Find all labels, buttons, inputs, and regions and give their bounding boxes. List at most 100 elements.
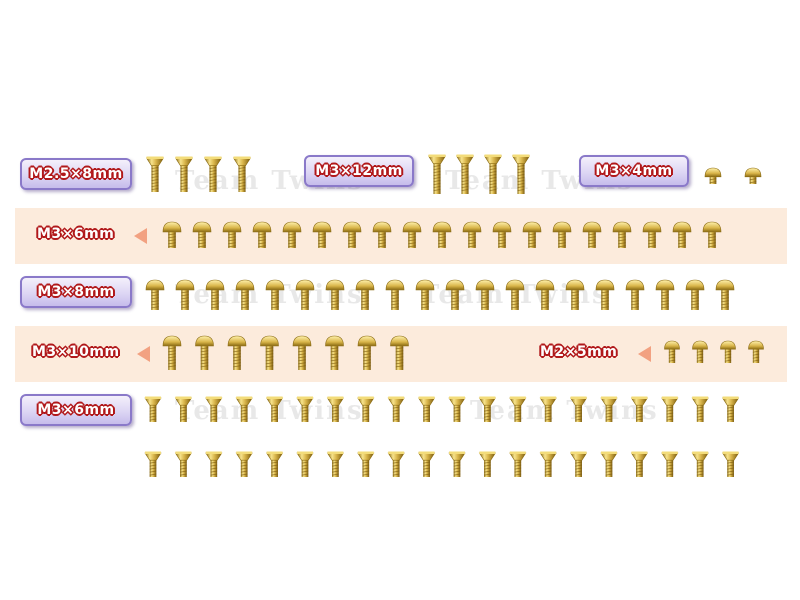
- screw-icon: [357, 451, 375, 477]
- screw-icon: [295, 279, 315, 310]
- screw-icon: [455, 154, 475, 194]
- screw-icon: [418, 396, 436, 422]
- screw-icon: [387, 396, 405, 422]
- screw-icon: [704, 167, 722, 184]
- screw-icon: [478, 451, 496, 477]
- screw-icon: [445, 279, 465, 310]
- screw-icon: [325, 279, 345, 310]
- screw-icon: [162, 335, 182, 370]
- screw-icon: [722, 451, 740, 477]
- screw-icon: [296, 396, 314, 422]
- screw-icon: [570, 451, 588, 477]
- screw-icon: [174, 396, 192, 422]
- screw-icon: [266, 451, 284, 477]
- screw-icon: [600, 451, 618, 477]
- screw-icon: [492, 221, 512, 248]
- screw-icon: [565, 279, 585, 310]
- screw-icon: [144, 396, 162, 422]
- screw-icon: [282, 221, 302, 248]
- arrow-left-icon: [134, 228, 147, 244]
- screw-icon: [509, 451, 527, 477]
- screw-icon: [600, 396, 618, 422]
- screw-icon: [625, 279, 645, 310]
- screw-icon: [355, 279, 375, 310]
- label-text: M2.5×8mm: [29, 166, 123, 182]
- screw-icon: [235, 279, 255, 310]
- screw-icon: [232, 156, 252, 192]
- screw-icon: [511, 154, 531, 194]
- screw-icon: [744, 167, 762, 184]
- label-m3x6-bottom: M3×6mm: [20, 394, 132, 426]
- screw-icon: [692, 340, 708, 363]
- arrow-left-icon: [638, 346, 651, 362]
- screw-icon: [715, 279, 735, 310]
- label-text: M3×4mm: [595, 163, 673, 179]
- screw-icon: [227, 335, 247, 370]
- screw-icon: [509, 396, 527, 422]
- screw-icon: [357, 335, 377, 370]
- screw-icon: [342, 221, 362, 248]
- screw-icon: [462, 221, 482, 248]
- screw-icon: [691, 396, 709, 422]
- screw-icon: [252, 221, 272, 248]
- label-text: M3×6mm: [37, 402, 115, 418]
- screw-icon: [672, 221, 692, 248]
- screw-icon: [582, 221, 602, 248]
- screw-icon: [265, 279, 285, 310]
- screw-icon: [483, 154, 503, 194]
- screw-icon: [418, 451, 436, 477]
- screw-icon: [552, 221, 572, 248]
- screw-icon: [312, 221, 332, 248]
- screw-icon: [427, 154, 447, 194]
- screw-icon: [630, 451, 648, 477]
- screw-icon: [205, 396, 223, 422]
- screw-icon: [448, 451, 466, 477]
- screw-icon: [722, 396, 740, 422]
- screw-icon: [192, 221, 212, 248]
- screw-icon: [522, 221, 542, 248]
- screw-icon: [720, 340, 736, 363]
- screw-icon: [145, 156, 165, 192]
- screw-icon: [325, 335, 344, 370]
- arrow-left-icon: [137, 346, 150, 362]
- screw-icon: [655, 279, 675, 310]
- screw-icon: [748, 340, 764, 363]
- screw-icon: [478, 396, 496, 422]
- label-m25x8: M2.5×8mm: [20, 158, 132, 190]
- screw-icon: [260, 335, 279, 370]
- screw-icon: [296, 451, 314, 477]
- screw-icon: [415, 279, 435, 310]
- label-m3x10: M3×10mm: [32, 344, 120, 360]
- screw-icon: [174, 451, 192, 477]
- screw-icon: [326, 396, 344, 422]
- screw-icon: [691, 451, 709, 477]
- screw-icon: [235, 396, 253, 422]
- label-m3x6-top: M3×6mm: [37, 226, 115, 242]
- label-text: M3×8mm: [37, 284, 115, 300]
- screw-icon: [372, 221, 392, 248]
- screw-icon: [432, 221, 452, 248]
- watermark: Team Twins: [470, 396, 659, 426]
- screw-icon: [539, 396, 557, 422]
- screw-icon: [535, 279, 555, 310]
- screw-icon: [630, 396, 648, 422]
- screw-icon: [385, 279, 405, 310]
- screw-icon: [387, 451, 405, 477]
- screw-icon: [661, 451, 679, 477]
- screw-icon: [612, 221, 632, 248]
- screw-icon: [390, 335, 409, 370]
- screw-icon: [357, 396, 375, 422]
- screw-icon: [661, 396, 679, 422]
- screw-icon: [174, 156, 194, 192]
- screw-icon: [448, 396, 466, 422]
- screw-icon: [664, 340, 680, 363]
- screw-icon: [235, 451, 253, 477]
- screw-icon: [292, 335, 312, 370]
- screw-icon: [266, 396, 284, 422]
- label-m3x4: M3×4mm: [579, 155, 689, 187]
- screw-icon: [685, 279, 705, 310]
- screw-icon: [144, 451, 162, 477]
- label-m3x8: M3×8mm: [20, 276, 132, 308]
- screw-icon: [175, 279, 195, 310]
